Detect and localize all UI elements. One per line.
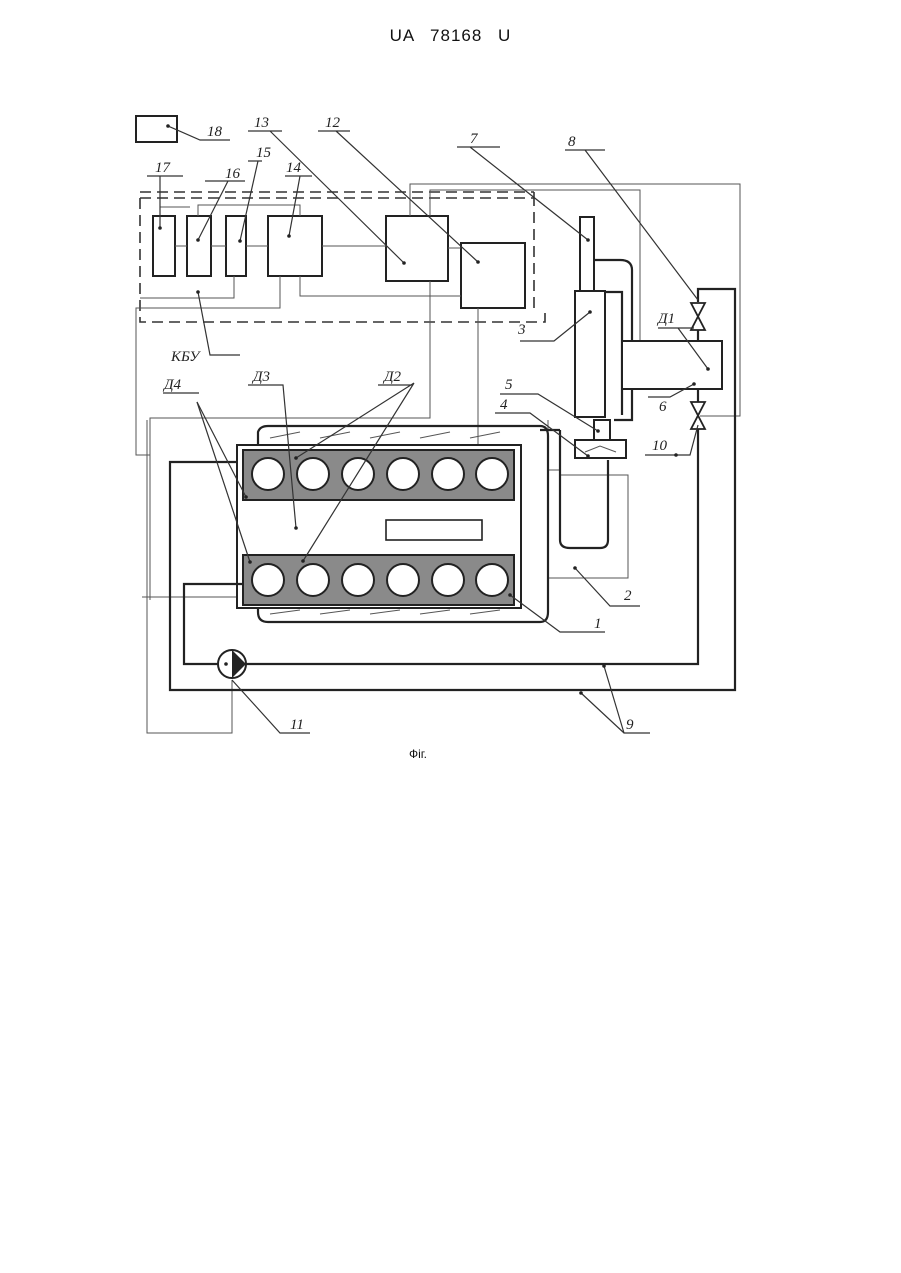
label-5: 5 bbox=[505, 377, 513, 393]
label-3: 3 bbox=[517, 322, 526, 338]
label-13: 13 bbox=[254, 115, 269, 131]
label-7: 7 bbox=[470, 131, 479, 147]
label-12: 12 bbox=[325, 115, 341, 131]
label-11: 11 bbox=[290, 717, 304, 733]
radiator-3 bbox=[575, 291, 605, 417]
label-d1: Д1 bbox=[656, 311, 675, 327]
label-1: 1 bbox=[594, 616, 602, 632]
label-4: 4 bbox=[500, 397, 508, 413]
heat-exchanger-d1 bbox=[622, 341, 722, 389]
label-18: 18 bbox=[207, 124, 223, 140]
valve-8 bbox=[691, 303, 705, 330]
label-d3: Д3 bbox=[251, 369, 270, 385]
label-9: 9 bbox=[626, 717, 634, 733]
label-kbu: КБУ bbox=[170, 349, 201, 365]
label-6: 6 bbox=[659, 399, 667, 415]
block-18 bbox=[136, 116, 177, 142]
label-2: 2 bbox=[624, 588, 632, 604]
label-10: 10 bbox=[652, 438, 668, 454]
label-d2: Д2 bbox=[382, 369, 402, 385]
label-15: 15 bbox=[256, 145, 272, 161]
pump-11 bbox=[218, 650, 246, 678]
engine-block bbox=[237, 426, 548, 622]
block-17 bbox=[153, 216, 175, 276]
block-12 bbox=[461, 243, 525, 308]
block-14 bbox=[268, 216, 322, 276]
label-d4: Д4 bbox=[162, 377, 182, 393]
sensor-d3-body bbox=[386, 520, 482, 540]
block-16 bbox=[187, 216, 211, 276]
label-16: 16 bbox=[225, 166, 241, 182]
label-17: 17 bbox=[155, 160, 172, 176]
leader-dots bbox=[158, 124, 710, 695]
label-14: 14 bbox=[286, 160, 302, 176]
label-8: 8 bbox=[568, 134, 576, 150]
figure-caption: Фіг. bbox=[0, 747, 836, 761]
